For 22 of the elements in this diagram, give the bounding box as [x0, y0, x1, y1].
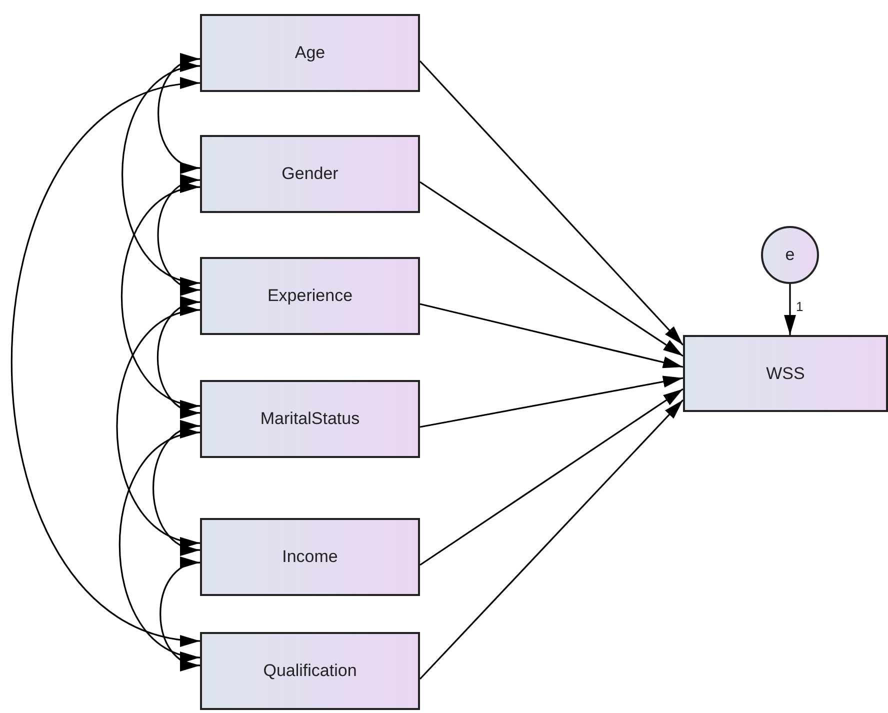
path-arrow — [420, 303, 684, 368]
variable-name: Qualification — [263, 661, 357, 681]
variable-name: Income — [282, 547, 338, 567]
variable-box — [200, 135, 420, 213]
variable-name: e — [785, 245, 795, 265]
path-arrow — [420, 388, 684, 566]
path-arrow — [420, 376, 684, 428]
path-arrow — [419, 399, 684, 680]
variable-name: MaritalStatus — [260, 409, 360, 429]
variable-box — [200, 632, 420, 710]
path-arrow — [420, 181, 684, 357]
variable-name: Gender — [282, 164, 338, 184]
variable-box — [200, 518, 420, 596]
path-arrow — [784, 284, 796, 335]
variable-name: WSS — [766, 364, 805, 384]
variable-box — [200, 14, 420, 92]
variable-name: Experience — [267, 286, 353, 306]
variable-name: Age — [294, 43, 326, 63]
path-arrow — [419, 60, 684, 346]
variable-box — [683, 335, 888, 412]
variable-box — [200, 257, 420, 335]
variable-box — [200, 380, 420, 458]
